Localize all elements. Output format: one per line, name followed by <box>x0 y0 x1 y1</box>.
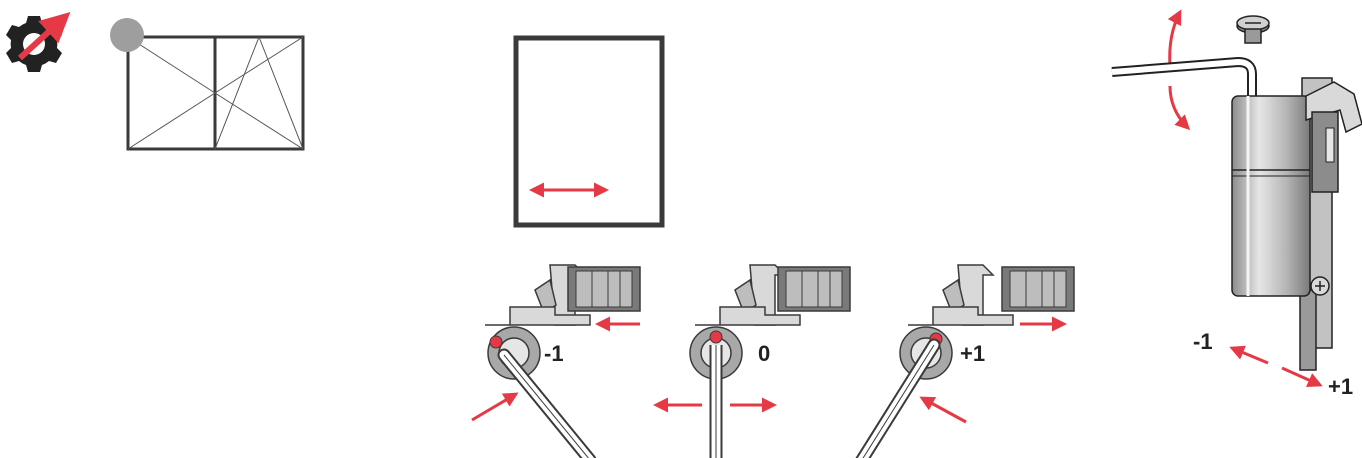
double-sash-window-icon <box>110 18 305 151</box>
rotate-down-arrow <box>1168 85 1191 131</box>
rotate-up-arrow <box>1167 9 1182 67</box>
gear-adjust-icon <box>6 11 71 72</box>
minus-label: -1 <box>1193 329 1213 354</box>
hex-key <box>497 348 597 458</box>
hinge-position-zero <box>689 264 851 458</box>
hinge-side-view <box>1111 9 1362 387</box>
hinge-position-plus-one <box>855 264 1075 458</box>
hinge-bracket <box>689 264 851 380</box>
sash-frame-icon <box>513 35 665 228</box>
key-push-arrow <box>919 396 967 424</box>
hinge-position-minus-one <box>485 264 641 458</box>
position-label: -1 <box>544 341 564 366</box>
plus-label: +1 <box>1328 374 1353 399</box>
minus-direction-arrow <box>1229 345 1269 365</box>
hinge-cap-icon <box>1236 15 1270 44</box>
key-push-arrow <box>471 392 519 422</box>
hex-key <box>855 338 941 458</box>
position-label: 0 <box>758 341 770 366</box>
hinge-body <box>1231 77 1362 371</box>
selected-hinge-marker <box>110 18 144 52</box>
hinge-bracket <box>485 264 641 380</box>
hex-key <box>1111 57 1257 100</box>
position-label: +1 <box>960 341 985 366</box>
plus-direction-arrow <box>1281 366 1323 387</box>
